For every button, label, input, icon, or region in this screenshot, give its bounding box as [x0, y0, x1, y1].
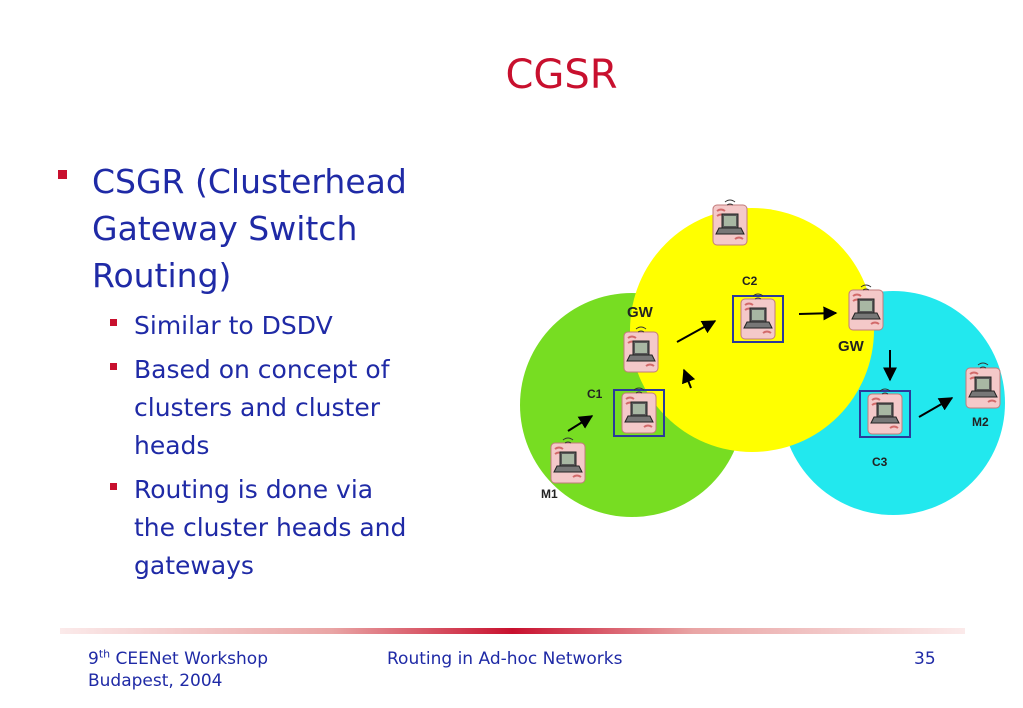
gateway-left-icon [623, 326, 659, 373]
sub-bullet-list: Similar to DSDV Based on concept of clus… [58, 307, 488, 585]
clusterhead-c1-box [613, 389, 665, 437]
node-top-icon [712, 199, 748, 246]
bullet-square-icon [58, 170, 67, 179]
bullet-list: CSGR (Clusterhead Gateway Switch Routing… [58, 158, 488, 591]
bullet-main: CSGR (Clusterhead Gateway Switch Routing… [58, 158, 488, 299]
sub-bullet-line: clusters and cluster [134, 393, 380, 422]
label-m2: M2 [972, 415, 989, 429]
mobile-m2-icon [965, 362, 1001, 409]
clusterhead-c3-icon [867, 388, 903, 435]
bullet-square-icon [110, 363, 117, 370]
cgsr-diagram: C2 GW GW C1 C3 M1 M2 [520, 199, 1005, 517]
label-c1: C1 [587, 387, 603, 401]
bullet-main-line: Routing) [92, 256, 232, 295]
arrow-c3-to-m2 [918, 397, 954, 418]
label-gw-right: GW [838, 338, 865, 355]
slide-title: CGSR [505, 52, 618, 98]
sub-bullet-dsdv: Similar to DSDV [58, 307, 488, 345]
page-number: 35 [914, 649, 936, 669]
arrow-c2-to-gw [798, 306, 838, 321]
bullet-square-icon [110, 319, 117, 326]
clusterhead-c2-box [732, 295, 784, 343]
footer-left: 9th CEENet Workshop Budapest, 2004 [88, 648, 268, 692]
footer-superscript: th [98, 647, 111, 661]
sub-bullet-clusters: Based on concept of clusters and cluster… [58, 351, 488, 465]
sub-bullet-line: heads [134, 431, 210, 460]
sub-bullet-line: the cluster heads and [134, 513, 407, 542]
arrow-c1-to-gw [682, 368, 696, 389]
footer-divider [60, 628, 965, 634]
sub-bullet-line: Similar to DSDV [134, 311, 333, 340]
clusterhead-c3-box [859, 390, 911, 438]
bullet-main-line: CSGR (Clusterhead [92, 162, 407, 201]
label-c3: C3 [872, 455, 888, 469]
gateway-right-icon [848, 284, 884, 331]
sub-bullet-routing: Routing is done via the cluster heads an… [58, 471, 488, 585]
footer-location: Budapest, 2004 [88, 671, 223, 691]
mobile-m1-icon [550, 437, 586, 484]
bullet-main-line: Gateway Switch [92, 209, 358, 248]
arrow-m1-to-c1 [567, 415, 594, 432]
footer-center: Routing in Ad-hoc Networks [387, 649, 623, 669]
bullet-square-icon [110, 483, 117, 490]
label-m1: M1 [541, 487, 558, 501]
label-c2: C2 [742, 274, 758, 288]
footer-workshop-name: CEENet Workshop [110, 649, 268, 669]
label-gw-left: GW [627, 304, 654, 321]
sub-bullet-line: gateways [134, 551, 254, 580]
sub-bullet-line: Routing is done via [134, 475, 374, 504]
clusterhead-c2-icon [740, 293, 776, 340]
arrow-gw-to-c2 [676, 320, 717, 343]
clusterhead-c1-icon [621, 387, 657, 434]
footer-workshop-number: 9 [88, 649, 99, 669]
sub-bullet-line: Based on concept of [134, 355, 390, 384]
